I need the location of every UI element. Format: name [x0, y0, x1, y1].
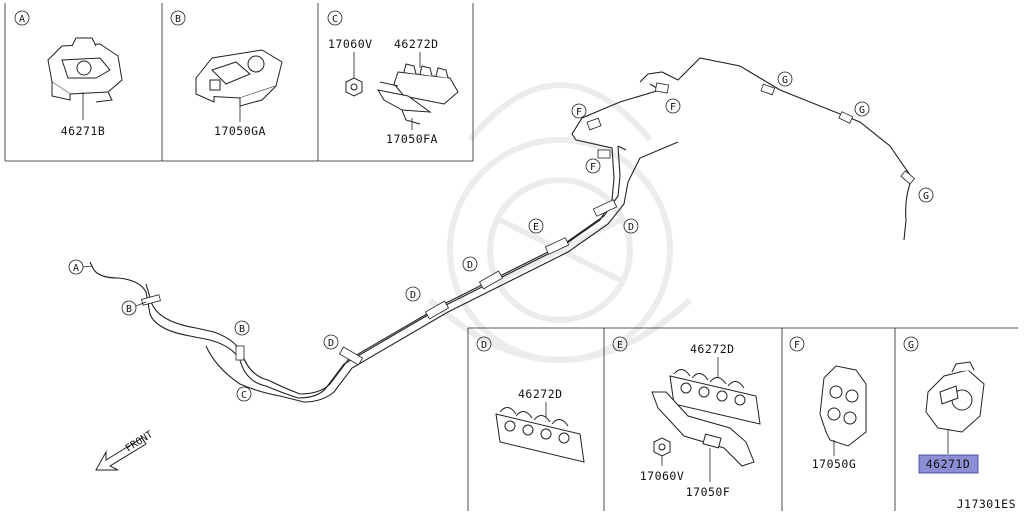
- tube-clips: [141, 82, 916, 366]
- part-number-46272d-d[interactable]: 46272D: [518, 387, 563, 401]
- clamp-46272d-e-drawing: [669, 369, 761, 425]
- part-number-46272d-e[interactable]: 46272D: [690, 342, 735, 356]
- callout-g-pipe-1: G: [782, 75, 788, 86]
- bracket-17050f-drawing: [651, 391, 755, 467]
- piping-callouts: [68, 71, 934, 402]
- clamp-46272d-c-drawing: [379, 63, 459, 105]
- callout-b-pipe: B: [126, 304, 132, 315]
- inset-a: A 46271B: [14, 10, 123, 138]
- callout-d-pipe-2: D: [410, 290, 416, 301]
- nut-17060v-drawing: [345, 77, 363, 97]
- callout-f-pipe-1: F: [576, 107, 582, 118]
- inset-b: B 17050GA: [170, 10, 283, 138]
- inset-d-callout: D: [481, 340, 487, 351]
- part-number-46271d[interactable]: 46271D: [926, 457, 971, 471]
- selected-part-highlight[interactable]: [918, 454, 979, 474]
- callout-f-pipe-2: F: [670, 102, 676, 113]
- piping-callout-labels: A B B C D D D D E F F F G G G: [73, 75, 929, 401]
- part-number-17060v-c[interactable]: 17060V: [328, 37, 373, 51]
- inset-b-callout: B: [175, 14, 181, 25]
- part-number-17050g[interactable]: 17050G: [812, 457, 857, 471]
- top-inset-frames: [4, 3, 474, 162]
- inset-d: D 46272D: [476, 336, 585, 463]
- clip-46271b-drawing: [47, 37, 123, 103]
- inset-f: F 17050G: [789, 336, 867, 471]
- callout-f-pipe-3: F: [590, 162, 596, 173]
- part-number-46272d-c[interactable]: 46272D: [394, 37, 439, 51]
- inset-a-callout: A: [19, 14, 25, 25]
- clip-17050g-drawing: [819, 365, 867, 447]
- inset-f-callout: F: [794, 340, 800, 351]
- watermark-emblem: [427, 82, 693, 363]
- clamp-17050ga-drawing: [195, 49, 283, 107]
- inset-g-callout: G: [908, 340, 914, 351]
- part-number-17050ga[interactable]: 17050GA: [214, 124, 266, 138]
- bracket-17050fa-drawing: [376, 89, 432, 125]
- inset-c: C 17060V 46272D 17050FA: [327, 10, 459, 146]
- bottom-inset-frames: [467, 327, 1018, 511]
- inset-g: G 46271D: [903, 336, 985, 474]
- front-label: FRONT: [124, 429, 155, 454]
- callout-c-pipe: C: [241, 390, 247, 401]
- callout-b-pipe-2: B: [239, 324, 245, 335]
- callout-g-pipe-2: G: [859, 105, 865, 116]
- inset-e-callout: E: [617, 340, 623, 351]
- part-number-17050fa[interactable]: 17050FA: [386, 132, 438, 146]
- part-number-17060v-e[interactable]: 17060V: [640, 469, 685, 483]
- nut-17060v-e-drawing: [653, 437, 671, 457]
- part-number-46271b[interactable]: 46271B: [61, 124, 106, 138]
- callout-d-pipe-4: D: [628, 222, 634, 233]
- inset-e: E 46272D 17060V 17050F: [612, 336, 761, 499]
- inset-c-callout: C: [332, 14, 338, 25]
- callout-g-pipe-3: G: [923, 191, 929, 202]
- callout-d-pipe-1: D: [328, 338, 334, 349]
- callout-a-pipe: A: [73, 263, 79, 274]
- diagram-code: J17301ES: [957, 497, 1016, 511]
- callout-d-pipe-3: D: [467, 260, 473, 271]
- callout-e-pipe: E: [533, 222, 539, 233]
- front-direction-arrow: FRONT: [95, 429, 155, 471]
- clamp-46272d-d-drawing: [495, 407, 585, 463]
- part-number-17050f[interactable]: 17050F: [686, 485, 731, 499]
- clip-46271d-drawing: [925, 361, 985, 433]
